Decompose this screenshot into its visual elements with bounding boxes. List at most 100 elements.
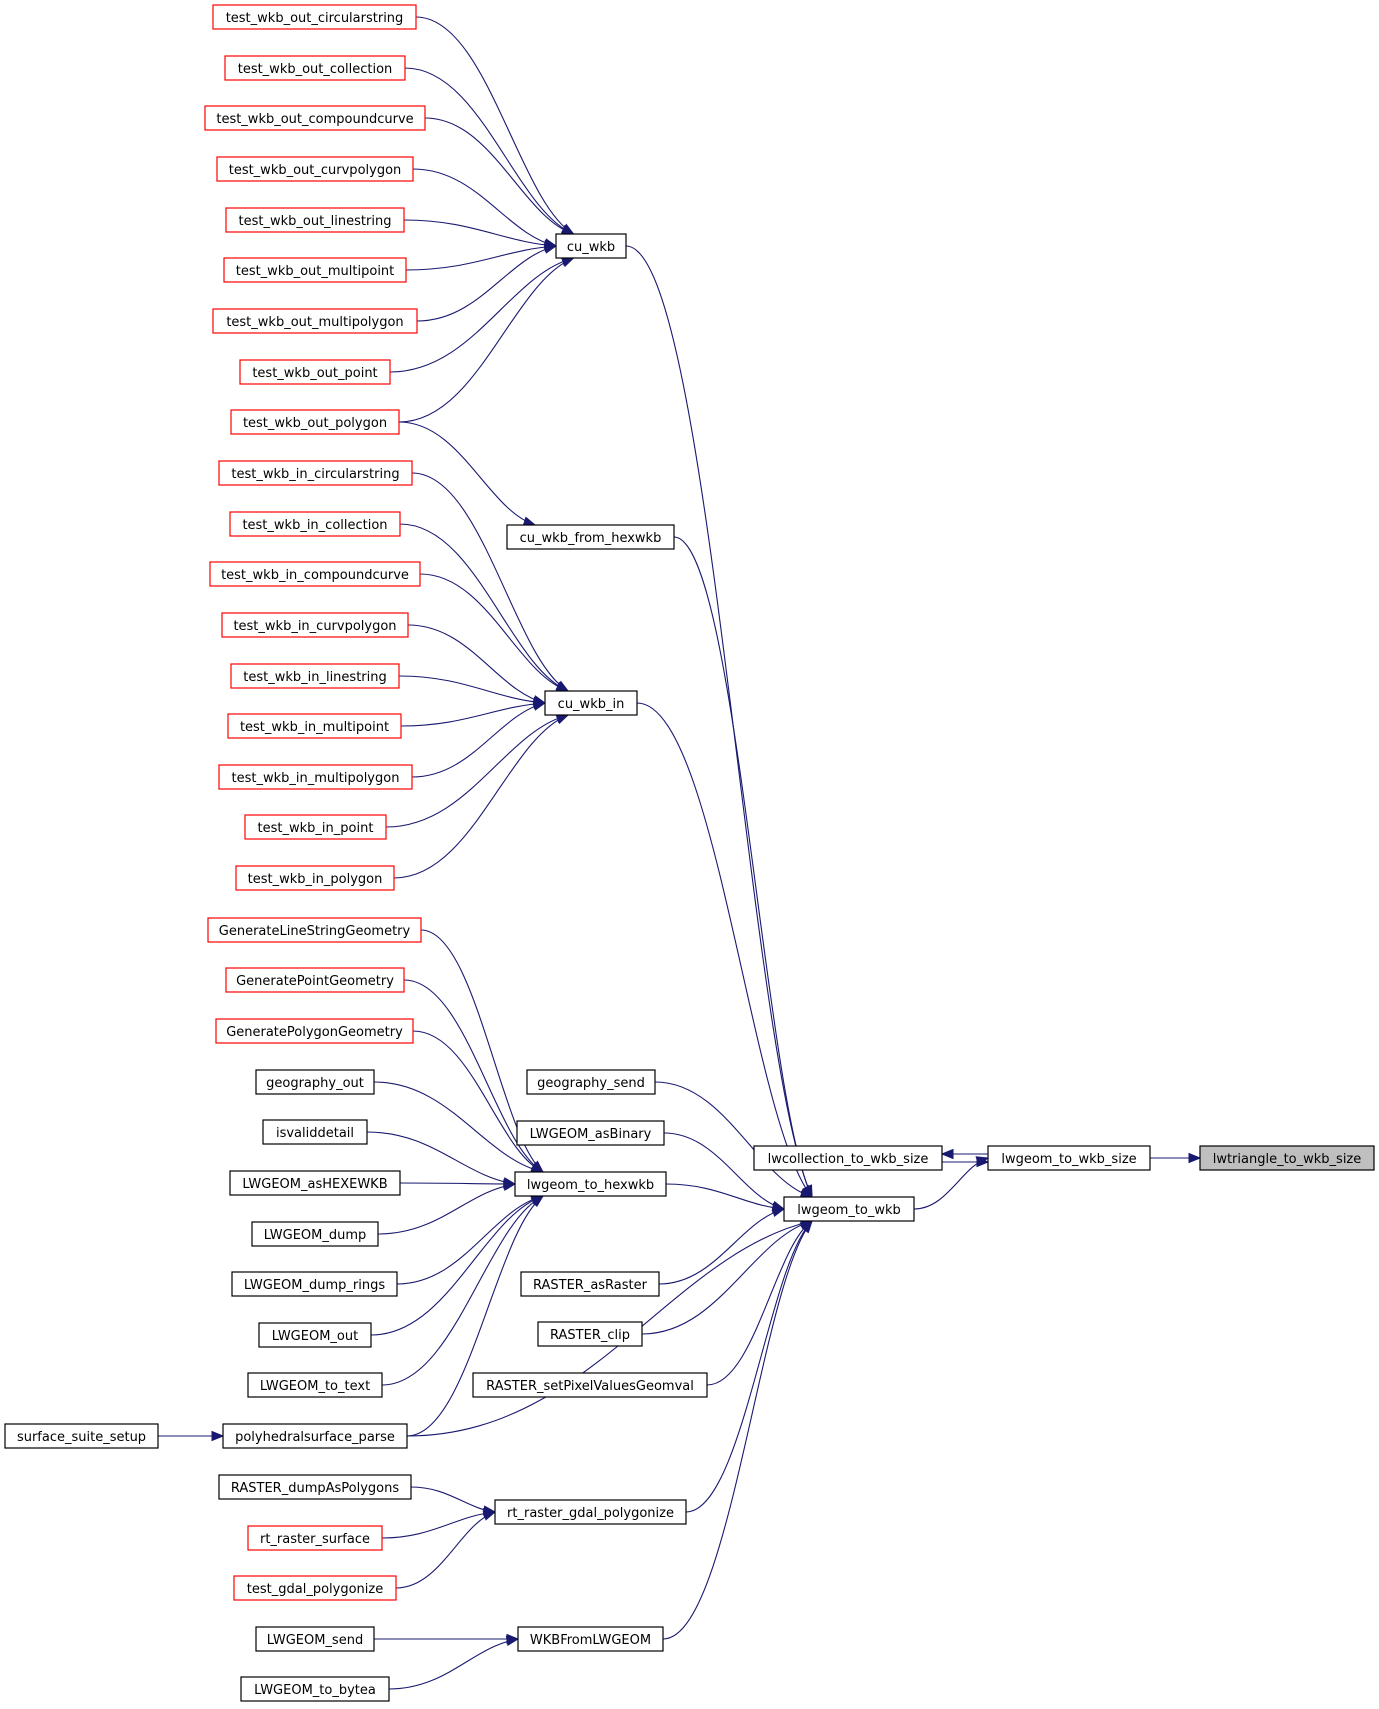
edge-line — [663, 1132, 785, 1210]
node-box — [218, 1474, 412, 1500]
edge-line — [410, 1486, 496, 1513]
edge-line — [411, 702, 546, 778]
node-LWGEOM_to_bytea[interactable]: LWGEOM_to_bytea — [240, 1676, 390, 1702]
edge-cu_wkb-to-lwgeom_to_wkb — [625, 245, 813, 1199]
node-test_wkb_in_point[interactable]: test_wkb_in_point — [244, 814, 387, 840]
edge-line — [416, 245, 557, 322]
node-geography_out[interactable]: geography_out — [255, 1069, 375, 1095]
node-LWGEOM_asHEXEWKB[interactable]: LWGEOM_asHEXEWKB — [229, 1170, 401, 1196]
edge-line — [377, 1183, 516, 1235]
node-LWGEOM_dump_rings[interactable]: LWGEOM_dump_rings — [231, 1271, 398, 1297]
node-lwgeom_to_hexwkb[interactable]: lwgeom_to_hexwkb — [514, 1171, 667, 1197]
node-cu_wkb[interactable]: cu_wkb — [555, 233, 627, 259]
node-label: GenerateLineStringGeometry — [219, 924, 411, 939]
node-surface_suite_setup[interactable]: surface_suite_setup — [4, 1423, 159, 1449]
node-box — [472, 1372, 708, 1398]
node-test_wkb_out_circularstring[interactable]: test_wkb_out_circularstring — [212, 4, 417, 30]
node-rt_raster_surface[interactable]: rt_raster_surface — [247, 1525, 383, 1551]
node-box — [240, 1676, 390, 1702]
node-test_wkb_out_linestring[interactable]: test_wkb_out_linestring — [225, 207, 405, 233]
node-LWGEOM_asBinary[interactable]: LWGEOM_asBinary — [516, 1120, 665, 1146]
node-LWGEOM_send[interactable]: LWGEOM_send — [255, 1626, 375, 1652]
node-test_wkb_in_polygon[interactable]: test_wkb_in_polygon — [235, 865, 395, 891]
node-test_wkb_in_compoundcurve[interactable]: test_wkb_in_compoundcurve — [209, 561, 421, 587]
node-box — [207, 917, 422, 943]
node-label: GeneratePolygonGeometry — [226, 1025, 403, 1040]
node-test_wkb_in_multipoint[interactable]: test_wkb_in_multipoint — [227, 713, 402, 739]
node-label: LWGEOM_asHEXEWKB — [242, 1177, 387, 1192]
edge-LWGEOM_asBinary-to-lwgeom_to_wkb — [663, 1132, 786, 1212]
node-RASTER_clip[interactable]: RASTER_clip — [537, 1321, 643, 1347]
node-RASTER_asRaster[interactable]: RASTER_asRaster — [520, 1271, 660, 1297]
node-isvaliddetail[interactable]: isvaliddetail — [262, 1119, 368, 1145]
node-LWGEOM_dump[interactable]: LWGEOM_dump — [251, 1221, 379, 1247]
node-test_wkb_out_collection[interactable]: test_wkb_out_collection — [224, 55, 406, 81]
edges-layer — [158, 16, 1202, 1690]
node-box — [987, 1145, 1151, 1171]
edge-line — [398, 421, 536, 526]
node-GenerateLineStringGeometry[interactable]: GenerateLineStringGeometry — [207, 917, 422, 943]
node-lwcollection_to_wkb_size[interactable]: lwcollection_to_wkb_size — [753, 1145, 943, 1171]
node-test_wkb_out_curvpolygon[interactable]: test_wkb_out_curvpolygon — [216, 156, 414, 182]
edge-test_wkb_out_polygon-to-cu_wkb — [398, 257, 575, 423]
node-box — [225, 207, 405, 233]
node-RASTER_setPixelValuesGeomval[interactable]: RASTER_setPixelValuesGeomval — [472, 1372, 708, 1398]
node-label: polyhedralsurface_parse — [235, 1430, 395, 1445]
edge-line — [412, 168, 557, 247]
node-label: lwtriangle_to_wkb_size — [1213, 1152, 1362, 1167]
edge-line — [625, 245, 813, 1198]
node-LWGEOM_out[interactable]: LWGEOM_out — [258, 1322, 372, 1348]
node-box — [233, 1575, 397, 1601]
edge-line — [412, 1030, 544, 1173]
node-box — [255, 1626, 375, 1652]
node-label: test_wkb_out_point — [252, 366, 377, 381]
edge-line — [415, 16, 574, 235]
edge-line — [407, 624, 546, 704]
node-geography_send[interactable]: geography_send — [526, 1069, 656, 1095]
node-test_wkb_out_multipolygon[interactable]: test_wkb_out_multipolygon — [212, 308, 418, 334]
edge-line — [406, 1195, 544, 1437]
edge-test_wkb_out_multipoint-to-cu_wkb — [405, 241, 558, 271]
node-WKBFromLWGEOM[interactable]: WKBFromLWGEOM — [517, 1626, 664, 1652]
node-test_wkb_in_linestring[interactable]: test_wkb_in_linestring — [230, 663, 400, 689]
edge-arrowhead — [482, 1510, 497, 1521]
node-GeneratePolygonGeometry[interactable]: GeneratePolygonGeometry — [215, 1018, 414, 1044]
node-box — [514, 1171, 667, 1197]
node-LWGEOM_to_text[interactable]: LWGEOM_to_text — [247, 1372, 383, 1398]
node-test_gdal_polygonize[interactable]: test_gdal_polygonize — [233, 1575, 397, 1601]
node-label: test_wkb_in_linestring — [243, 670, 387, 685]
node-box — [753, 1145, 943, 1171]
node-box — [244, 814, 387, 840]
edge-arrowhead — [975, 1156, 990, 1167]
edge-line — [706, 1220, 813, 1386]
node-label: isvaliddetail — [276, 1126, 354, 1141]
node-test_wkb_in_curvpolygon[interactable]: test_wkb_in_curvpolygon — [221, 612, 409, 638]
node-RASTER_dumpAsPolygons[interactable]: RASTER_dumpAsPolygons — [218, 1474, 412, 1500]
node-test_wkb_in_multipolygon[interactable]: test_wkb_in_multipolygon — [218, 764, 413, 790]
node-lwgeom_to_wkb[interactable]: lwgeom_to_wkb — [783, 1196, 915, 1222]
node-test_wkb_out_point[interactable]: test_wkb_out_point — [239, 359, 391, 385]
node-box — [223, 257, 407, 283]
node-polyhedralsurface_parse[interactable]: polyhedralsurface_parse — [222, 1423, 408, 1449]
edge-test_wkb_in_linestring-to-cu_wkb_in — [398, 675, 547, 708]
edge-line — [424, 117, 574, 235]
edge-test_wkb_in_point-to-cu_wkb_in — [385, 712, 570, 828]
node-cu_wkb_in[interactable]: cu_wkb_in — [544, 690, 638, 716]
node-label: LWGEOM_dump_rings — [244, 1278, 385, 1293]
node-test_wkb_in_collection[interactable]: test_wkb_in_collection — [229, 511, 401, 537]
node-lwgeom_to_wkb_size[interactable]: lwgeom_to_wkb_size — [987, 1145, 1151, 1171]
node-box — [229, 511, 401, 537]
node-test_wkb_in_circularstring[interactable]: test_wkb_in_circularstring — [218, 460, 413, 486]
node-cu_wkb_from_hexwkb[interactable]: cu_wkb_from_hexwkb — [506, 524, 675, 550]
node-rt_raster_gdal_polygonize[interactable]: rt_raster_gdal_polygonize — [494, 1499, 687, 1525]
edge-line — [399, 523, 569, 692]
edge-test_wkb_out_circularstring-to-cu_wkb — [415, 16, 575, 235]
node-test_wkb_out_polygon[interactable]: test_wkb_out_polygon — [230, 409, 400, 435]
edge-line — [411, 472, 569, 692]
node-test_wkb_out_multipoint[interactable]: test_wkb_out_multipoint — [223, 257, 407, 283]
node-GeneratePointGeometry[interactable]: GeneratePointGeometry — [225, 967, 405, 993]
node-test_wkb_out_compoundcurve[interactable]: test_wkb_out_compoundcurve — [204, 105, 426, 131]
edge-test_wkb_out_curvpolygon-to-cu_wkb — [412, 168, 558, 249]
node-label: test_wkb_out_curvpolygon — [229, 163, 402, 178]
